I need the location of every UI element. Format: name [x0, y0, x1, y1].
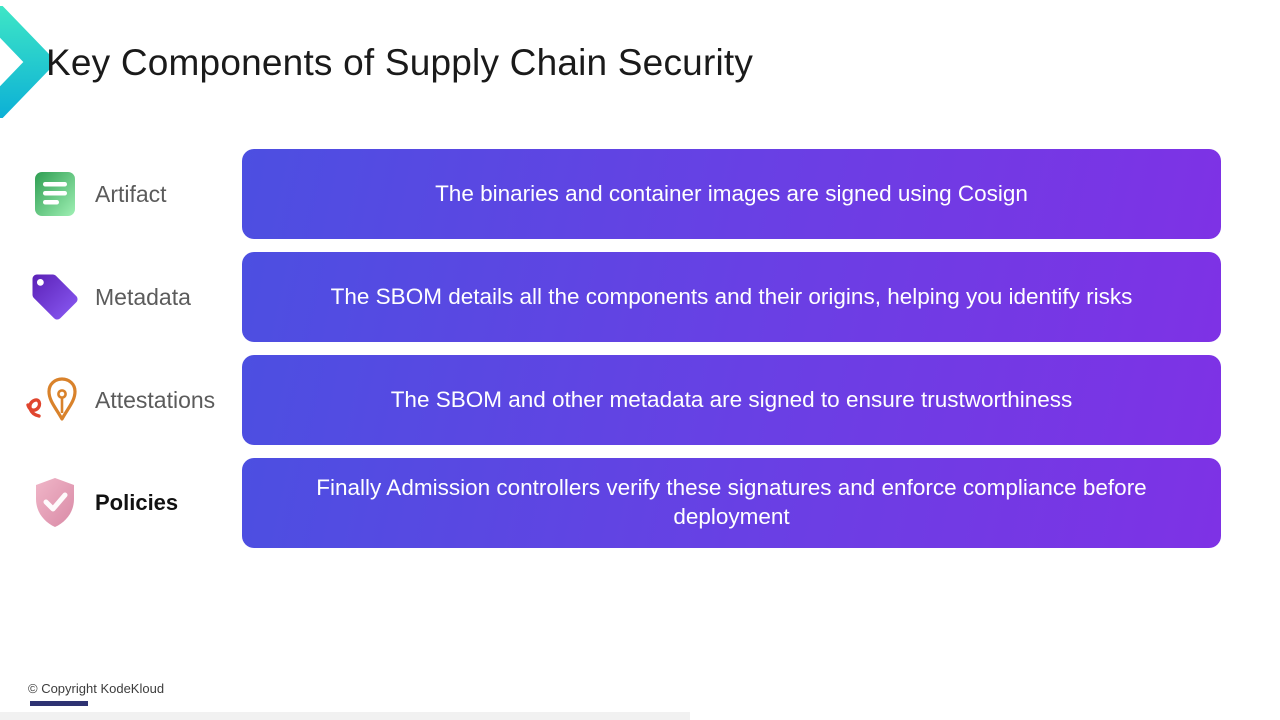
tag-icon [32, 274, 78, 320]
metadata-icon-cell [15, 270, 95, 324]
component-label: Policies [95, 490, 179, 515]
document-list-icon [35, 172, 75, 216]
component-label: Metadata [95, 283, 191, 310]
component-row-attestations: Attestations The SBOM and other metadata… [15, 355, 1221, 445]
component-label: Artifact [95, 180, 167, 207]
component-row-metadata: Metadata The SBOM details all the compon… [15, 252, 1221, 342]
policies-icon-cell [15, 475, 95, 531]
description-pill: The binaries and container images are si… [242, 149, 1221, 239]
component-row-policies: Policies Finally Admission controllers v… [15, 458, 1221, 548]
component-label: Attestations [95, 386, 216, 413]
signature-pen-icon [26, 377, 77, 421]
bottom-accent-line [30, 701, 88, 706]
description-pill: The SBOM and other metadata are signed t… [242, 355, 1221, 445]
attestations-icon-cell [15, 374, 95, 426]
page-title: Key Components of Supply Chain Security [46, 42, 754, 83]
bottom-strip-white-segment [690, 712, 1280, 720]
kodekloud-logo-icon [0, 6, 52, 118]
copyright-text: © Copyright KodeKloud [28, 681, 165, 696]
component-list: Artifact The binaries and container imag… [15, 149, 1221, 548]
description-pill: Finally Admission controllers verify the… [242, 458, 1221, 548]
component-row-artifact: Artifact The binaries and container imag… [15, 149, 1221, 239]
shield-check-icon [36, 478, 74, 527]
description-pill: The SBOM details all the components and … [242, 252, 1221, 342]
bottom-strip [0, 712, 1280, 720]
artifact-icon-cell [15, 168, 95, 220]
